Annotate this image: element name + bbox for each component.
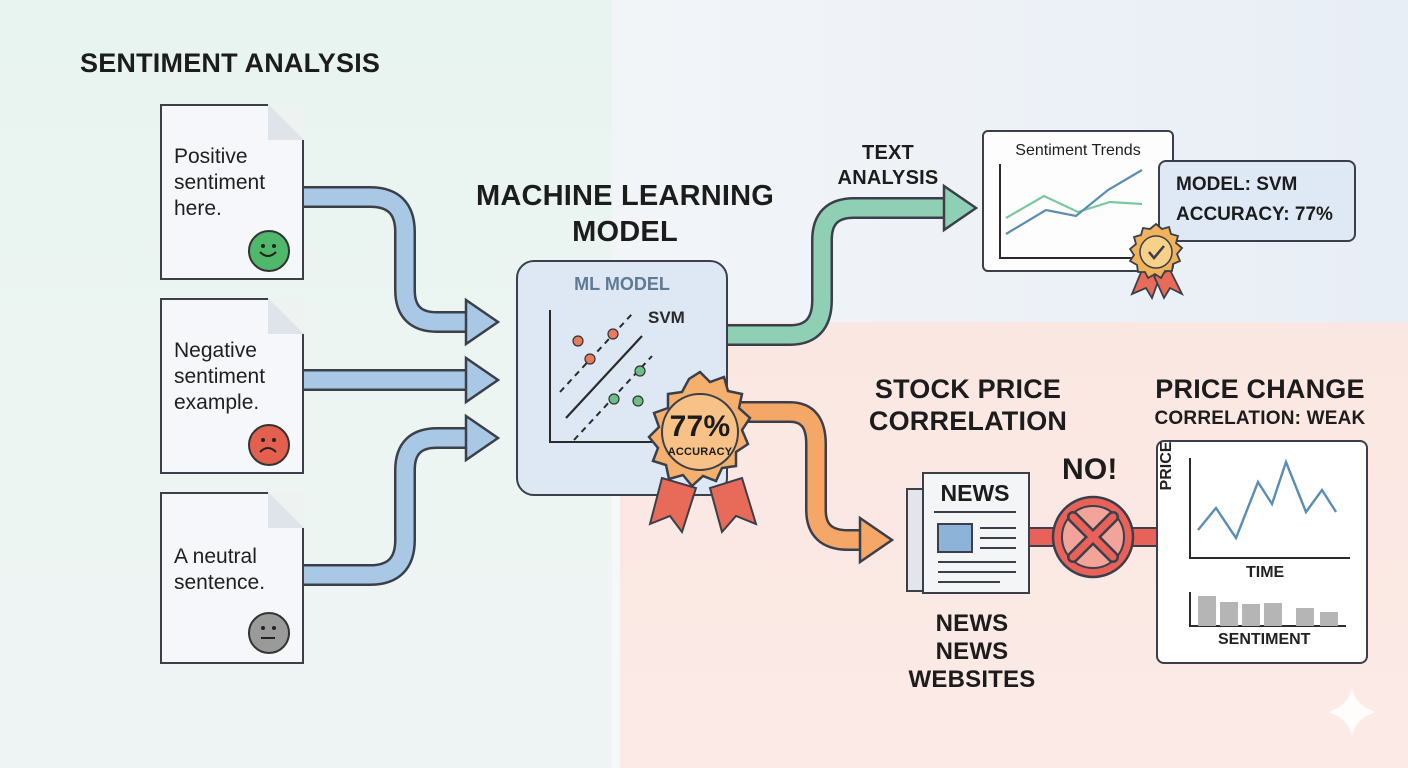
svm-label: SVM — [648, 308, 685, 327]
model-info-box: MODEL: SVM ACCURACY: 77% — [1158, 160, 1356, 242]
svm-point — [608, 393, 620, 405]
document-positive-text: Positive sentiment here. — [174, 145, 266, 220]
ml-model-heading: MACHINE LEARNING MODEL — [475, 180, 775, 248]
sad-face-icon — [248, 424, 290, 466]
sentiment-trends-title: Sentiment Trends — [1015, 142, 1141, 159]
document-negative-text: Negative sentiment example. — [174, 339, 266, 414]
trend-line-blue — [1005, 169, 1143, 235]
model-info-accuracy: ACCURACY: 77% — [1176, 204, 1333, 225]
sentiment-bar — [1296, 608, 1314, 626]
newspaper-heading: NEWS — [940, 480, 1010, 506]
svm-point — [572, 335, 584, 347]
svm-point — [632, 395, 644, 407]
text-analysis-label: TEXT ANALYSIS — [837, 142, 939, 189]
svm-point — [584, 353, 596, 365]
document-neutral-text: A neutral sentence. — [174, 545, 266, 594]
document-neutral: A neutral sentence. — [160, 492, 304, 664]
svm-point — [634, 365, 646, 377]
stock-correlation-heading: STOCK PRICE CORRELATION — [868, 374, 1068, 436]
trend-line-green — [1005, 194, 1143, 219]
sentiment-bars-label: SENTIMENT — [1218, 631, 1311, 648]
news-websites-caption: NEWS NEWS WEBSITES — [908, 610, 1036, 693]
sentiment-bar — [1320, 612, 1338, 626]
accuracy-badge-value: 77% — [669, 410, 731, 443]
accuracy-badge-label: ACCURACY — [667, 446, 733, 458]
price-change-correlation: CORRELATION: WEAK — [1154, 408, 1366, 429]
model-info-model: MODEL: SVM — [1176, 174, 1298, 195]
svm-point — [607, 328, 619, 340]
neutral-face-icon — [248, 612, 290, 654]
sentiment-bar — [1264, 603, 1282, 626]
price-line — [1197, 458, 1338, 541]
diagram-title: SENTIMENT ANALYSIS — [80, 48, 381, 78]
no-correlation-label: NO! — [1062, 453, 1118, 486]
price-change-heading: PRICE CHANGE — [1155, 374, 1365, 404]
sentiment-bar — [1242, 604, 1260, 626]
sentiment-bar — [1220, 602, 1238, 626]
document-negative: Negative sentiment example. — [160, 298, 304, 474]
document-positive: Positive sentiment here. — [160, 104, 304, 280]
happy-face-icon — [248, 230, 290, 272]
ml-model-box-title: ML MODEL — [574, 274, 670, 294]
time-axis-label: TIME — [1246, 564, 1285, 581]
sentiment-bar — [1198, 596, 1216, 626]
